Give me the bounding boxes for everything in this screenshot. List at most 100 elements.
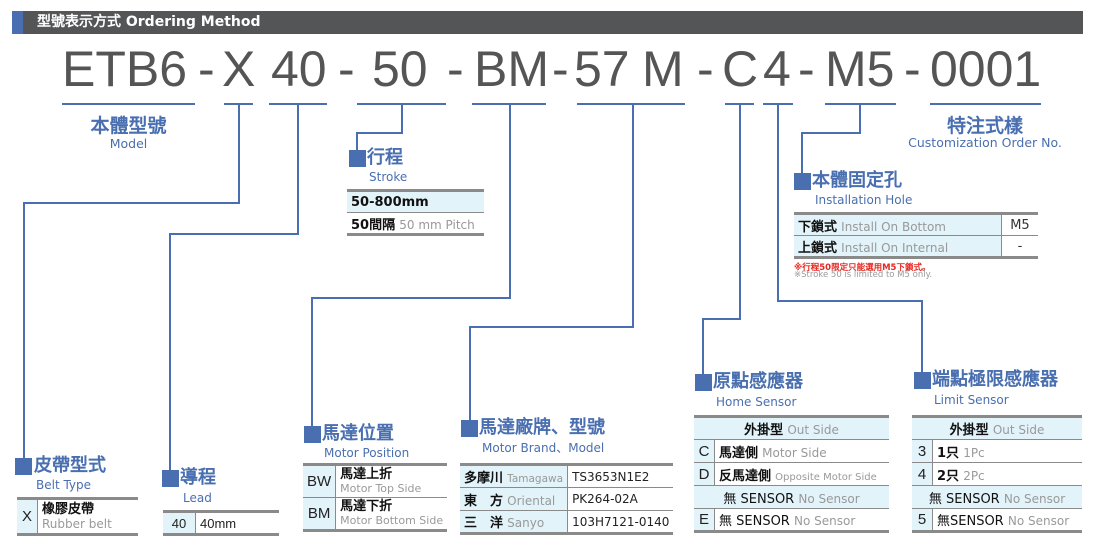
limit-zh: 2只 — [937, 468, 960, 484]
header-bar — [12, 11, 1083, 34]
underline-motor-brand — [577, 103, 685, 105]
limit-sensor-table: 外掛型 Out Side 3 1只 1Pc 4 2只 2Pc 無 SENSOR … — [912, 415, 1082, 533]
limit-sensor-title: 端點極限感應器 — [932, 369, 1058, 390]
home-code: D — [694, 462, 715, 486]
home-zh: 無 SENSOR — [719, 514, 790, 529]
code-dash: - — [697, 41, 714, 97]
connector-belt — [23, 202, 240, 204]
motor-position-zh: 馬達上折 — [340, 466, 393, 482]
connector-lead — [169, 233, 171, 470]
stroke-title: 行程 — [367, 147, 403, 168]
lead-code: 40 — [163, 511, 196, 535]
limit-group1-en: Out Side — [992, 423, 1045, 437]
code-belt: X — [222, 41, 256, 97]
connector-install-hole — [801, 132, 803, 176]
model-subtitle: Model — [109, 136, 148, 151]
motor-position-zh: 馬達下折 — [340, 498, 393, 514]
install-note-en: ※Stroke 50 is limited to M5 only. — [794, 270, 933, 280]
stroke-pitch: 50間隔 — [351, 217, 396, 233]
underline-stroke — [357, 103, 446, 105]
limit-sensor-subtitle: Limit Sensor — [934, 393, 1009, 407]
home-sensor-subtitle: Home Sensor — [716, 395, 797, 409]
table-row: D 反馬達側 Opposite Motor Side — [694, 462, 889, 486]
limit-zh: 無SENSOR — [937, 514, 1004, 529]
table-row: 50間隔 50 mm Pitch — [347, 212, 484, 235]
home-zh: 反馬達側 — [719, 468, 772, 484]
code-limit-sensor: 4 — [763, 41, 791, 97]
table-row: 50-800mm — [347, 190, 484, 213]
header-title: 型號表示方式 Ordering Method — [37, 14, 261, 30]
motor-brand-subtitle: Motor Brand、Model — [482, 441, 605, 455]
home-code: C — [694, 439, 715, 463]
connector-home-sensor — [702, 318, 704, 376]
underline-home-sensor — [725, 103, 754, 105]
underline-custom — [930, 103, 1041, 105]
connector-install-hole — [801, 132, 861, 134]
code-home-sensor: C — [722, 41, 759, 97]
limit-sensor-square-icon — [914, 372, 931, 389]
connector-lead — [169, 233, 299, 235]
install-hole-subtitle: Installation Hole — [815, 193, 913, 207]
limit-group2-en: No Sensor — [1003, 491, 1066, 506]
install-bottom-en: Install On Bottom — [841, 219, 946, 234]
home-code: E — [694, 508, 715, 532]
code-dash: - — [338, 41, 355, 97]
lead-title: 導程 — [180, 467, 216, 488]
connector-motor-brand — [469, 326, 471, 420]
install-hole-table: 下鎖式 Install On Bottom M5 上鎖式 Install On … — [794, 212, 1038, 259]
table-row: 4 2只 2Pc — [912, 462, 1082, 486]
table-row: C 馬達側 Motor Side — [694, 439, 889, 463]
stroke-square-icon — [349, 150, 366, 167]
limit-zh: 1只 — [937, 445, 960, 461]
code-motor-model: M — [642, 41, 684, 97]
lead-subtitle: Lead — [183, 491, 212, 505]
underline-model — [62, 103, 195, 105]
lead-table: 40 40mm — [163, 510, 279, 536]
limit-group1-zh: 外掛型 — [949, 423, 989, 438]
stroke-pitch-en: 50 mm Pitch — [399, 217, 475, 232]
connector-lead — [297, 105, 299, 235]
table-row: 下鎖式 Install On Bottom M5 — [794, 213, 1038, 236]
table-row: 三 洋 Sanyo 103H7121-0140 — [460, 510, 674, 534]
motor-brand-model: 103H7121-0140 — [567, 510, 674, 534]
home-sensor-title: 原點感應器 — [713, 371, 803, 392]
underline-install-hole — [825, 103, 896, 105]
header-accent — [12, 11, 23, 34]
stroke-range: 50-800mm — [351, 194, 429, 210]
belt-zh: 橡膠皮帶 — [42, 501, 95, 517]
belt-square-icon — [15, 458, 32, 475]
connector-stroke — [356, 132, 358, 152]
connector-limit-sensor — [921, 300, 923, 372]
underline-limit-sensor — [763, 103, 793, 105]
motor-position-subtitle: Motor Position — [324, 446, 410, 460]
belt-en: Rubber belt — [42, 516, 112, 531]
code-custom: 0001 — [930, 41, 1042, 97]
table-row: 無 SENSOR No Sensor — [694, 485, 889, 509]
motor-brand-model: PK264-02A — [567, 487, 674, 511]
model-title: 本體型號 — [90, 115, 167, 137]
home-group1-zh: 外掛型 — [744, 423, 784, 438]
stroke-table: 50-800mm 50間隔 50 mm Pitch — [347, 189, 484, 236]
home-en: Opposite Motor Side — [775, 471, 877, 483]
limit-code: 4 — [912, 462, 933, 486]
table-row: 東 方 Oriental PK264-02A — [460, 487, 674, 511]
belt-subtitle: Belt Type — [36, 478, 92, 492]
connector-motor-position — [509, 105, 511, 299]
limit-code: 3 — [912, 439, 933, 463]
home-en: No Sensor — [793, 514, 856, 528]
motor-position-code: BM — [303, 497, 337, 531]
connector-belt — [238, 105, 240, 204]
custom-title: 特注式樣 — [946, 115, 1023, 137]
limit-code: 5 — [912, 508, 933, 532]
motor-brand-zh: 東 方 — [464, 493, 504, 509]
lead-value: 40mm — [200, 515, 237, 531]
code-dash: - — [552, 41, 569, 97]
limit-group2-zh: 無 SENSOR — [928, 491, 1000, 507]
belt-title: 皮帶型式 — [34, 455, 106, 476]
table-row: 外掛型 Out Side — [912, 416, 1082, 440]
